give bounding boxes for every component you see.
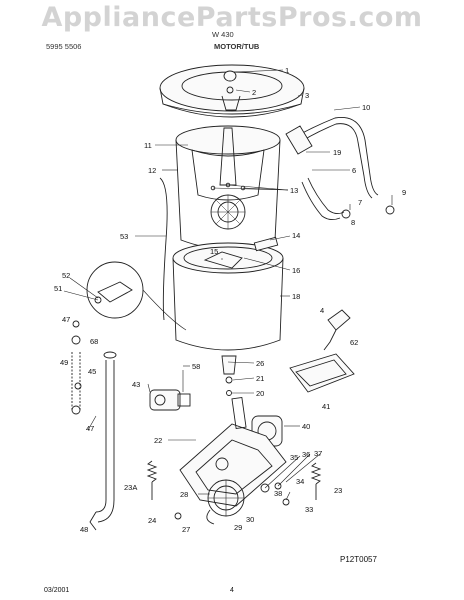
callout-23: 23 [334,486,342,495]
small-hardware [72,320,290,520]
spin-basket-part [175,125,281,250]
callout-48: 48 [80,525,88,534]
base-frame-part [179,396,287,507]
water-valve-part [149,370,191,411]
agitator-cap-part [221,70,241,111]
hose-49-part [71,335,81,415]
callout-43: 43 [132,380,140,389]
footer-date: 03/2001 [44,587,69,594]
callout-37: 37 [314,449,322,458]
callout-26: 26 [256,359,264,368]
callout-62: 62 [350,338,358,347]
callout-34: 34 [296,477,304,486]
header-code-line: 5995 5506 [46,42,82,51]
leader-lines [63,69,393,501]
callout-10: 10 [362,103,370,112]
callout-1: 1 [285,66,289,75]
callout-47-top: 47 [62,315,70,324]
page-number: 4 [230,587,234,594]
header-model-line: W 430 [212,30,234,39]
callout-36: 36 [302,450,310,459]
agitator-base-part [210,182,246,230]
outer-tub-part [172,236,284,351]
callout-12: 12 [148,166,156,175]
callout-21: 21 [256,374,264,383]
callout-41: 41 [322,402,330,411]
callout-68: 68 [90,337,98,346]
callout-15: 15 [210,247,218,256]
callout-8: 8 [351,218,355,227]
callout-22: 22 [154,436,162,445]
callout-3: 3 [305,91,309,100]
callout-20: 20 [256,389,264,398]
spring-23a-part [146,460,158,500]
hose-45-part [89,351,117,531]
callout-49: 49 [60,358,68,367]
callout-53: 53 [120,232,128,241]
drain-hose-part [301,177,395,221]
bracket-detail-part [86,261,187,331]
pulley-part [206,479,245,525]
callout-4: 4 [320,306,324,315]
callout-40: 40 [302,422,310,431]
callout-27: 27 [182,525,190,534]
callout-13: 13 [290,186,298,195]
figure-code: P12T0057 [340,555,377,564]
fill-hose-part [285,117,379,199]
callout-29: 29 [234,523,242,532]
callout-38: 38 [274,489,282,498]
tube-part [159,177,168,321]
callout-19: 19 [333,148,341,157]
callout-35: 35 [290,453,298,462]
callout-6: 6 [352,166,356,175]
callout-11: 11 [144,141,152,150]
callout-52: 52 [62,271,70,280]
callout-18: 18 [292,292,300,301]
watermark: AppliancePartsPros.com [41,2,423,33]
switch-cover-part [289,309,355,393]
callout-47-bottom: 47 [86,424,94,433]
callout-58: 58 [192,362,200,371]
callout-30: 30 [246,515,254,524]
spring-23-part [310,462,322,500]
pump-part [221,355,237,396]
callout-45: 45 [88,367,96,376]
callout-23a: 23A [124,483,137,492]
callout-2: 2 [252,88,256,97]
callout-14: 14 [292,231,300,240]
callout-labels: 1 2 3 10 11 19 12 6 13 9 7 8 53 14 15 16… [54,66,406,534]
callout-28: 28 [180,490,188,499]
page-title: MOTOR/TUB [214,42,260,51]
callout-16: 16 [292,266,300,275]
callout-24: 24 [148,516,156,525]
callout-7: 7 [358,198,362,207]
callout-9: 9 [402,188,406,197]
callout-51: 51 [54,284,62,293]
callout-33: 33 [305,505,313,514]
